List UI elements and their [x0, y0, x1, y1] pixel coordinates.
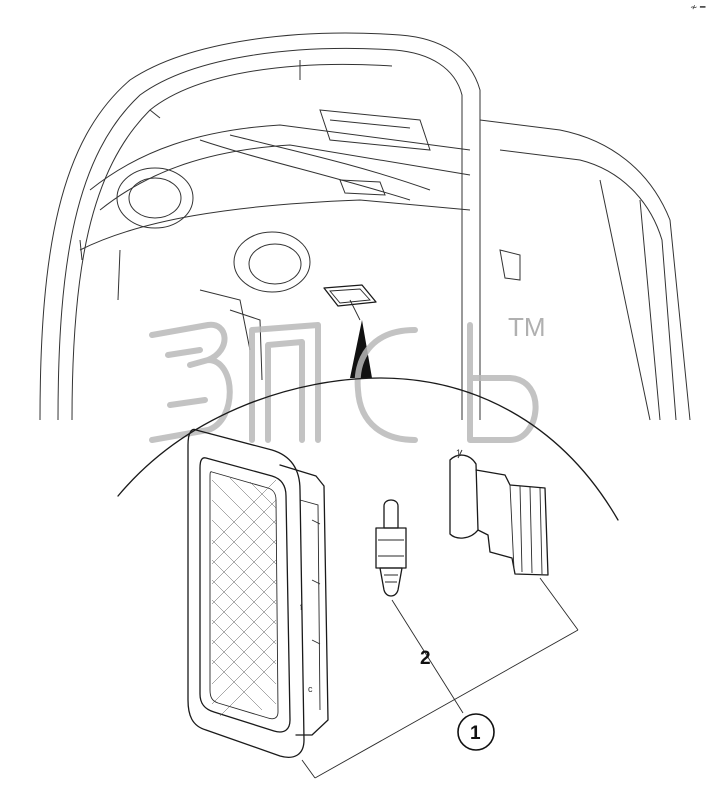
housing-mark-c: c — [308, 684, 313, 694]
festoon-bulb — [375, 499, 407, 597]
lamp-housing: f c — [187, 428, 329, 758]
trademark-text: TM — [508, 312, 546, 342]
callout-2-label: 2 — [420, 648, 431, 669]
housing-mark-f: f — [300, 602, 303, 612]
clip-mark-1: 1 — [456, 448, 461, 458]
callout-1-circle — [457, 713, 495, 751]
watermark-logo: TM — [149, 312, 546, 443]
cab-roof-frame — [39, 32, 691, 421]
lens-hatching — [211, 477, 277, 717]
callout-2: 2 — [420, 648, 431, 669]
callout-1-label: 1 — [470, 723, 481, 744]
corner-mark: ≁ ━ — [690, 2, 706, 12]
callout-1: 1 — [457, 713, 495, 751]
lamp-location-marker — [323, 284, 377, 378]
leader-lines — [301, 577, 579, 779]
pointer-arrow — [350, 320, 372, 378]
spring-clip: 1 — [449, 448, 549, 576]
